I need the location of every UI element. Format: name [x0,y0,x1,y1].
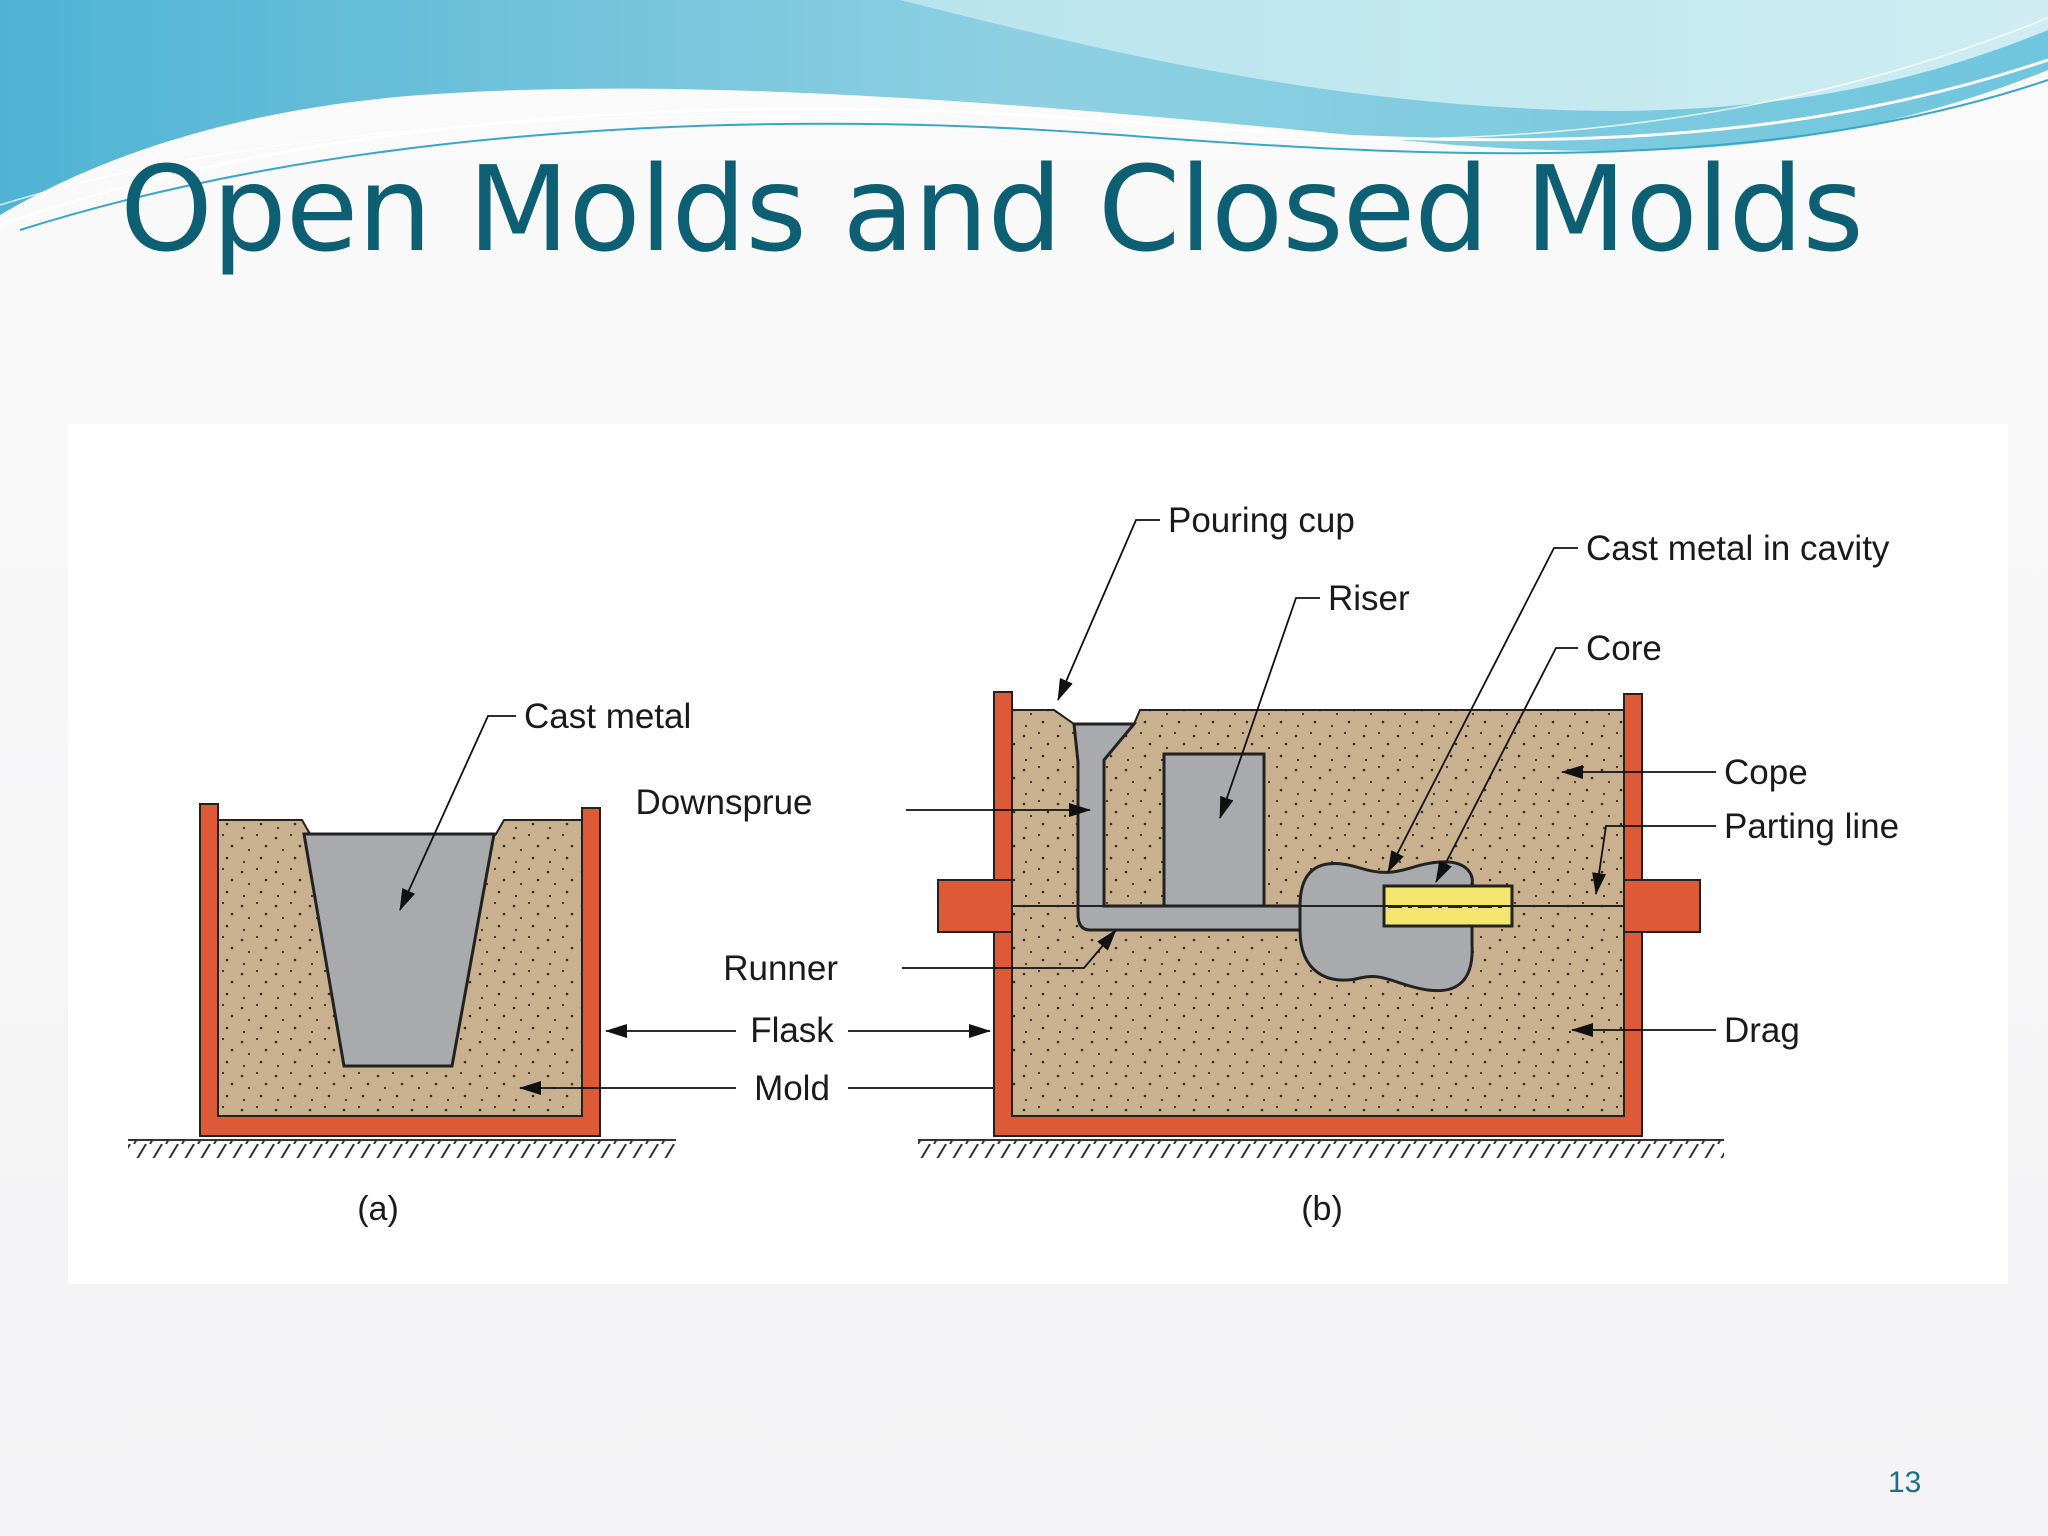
figure-panel: Cast metal (a) Flask Mold [68,424,2008,1284]
label-pouring-cup: Pouring cup [1168,501,1355,540]
label-parting-line: Parting line [1724,807,1899,846]
label-flask: Flask [750,1011,834,1050]
label-cope: Cope [1724,753,1808,792]
wave-line-3 [0,17,2048,206]
arrow-pouring-cup [1057,519,1160,701]
wave-band-light [900,0,2048,111]
wave-line-1 [0,58,2048,227]
arrow-cast-metal-a [399,715,516,911]
slide-title: Open Molds and Closed Molds [120,140,1864,278]
flask-flange-left [937,879,1013,933]
label-runner: Runner [723,949,838,988]
ground-a [128,1140,676,1158]
closed-mold-figure: Pouring cup Cast metal in cavity Riser C… [635,501,1899,1228]
ground-b [918,1140,1724,1158]
label-core: Core [1586,629,1662,668]
cast-metal-a [302,832,496,1068]
flask-flange-right [1623,879,1701,933]
label-riser: Riser [1328,579,1410,618]
caption-b: (b) [1301,1190,1343,1228]
label-drag: Drag [1724,1011,1800,1050]
label-downsprue: Downsprue [635,783,812,822]
wave-line-2 [19,79,2048,231]
caption-a: (a) [357,1190,399,1228]
mold-diagram: Cast metal (a) Flask Mold [128,501,1899,1228]
page-number: 13 [1888,1466,1922,1499]
label-cast-metal: Cast metal [524,697,691,736]
arrow-riser [1219,597,1320,819]
label-cast-metal-in-cavity: Cast metal in cavity [1586,529,1890,568]
open-mold-figure: Cast metal (a) [128,697,691,1228]
arrow-cast-metal-in-cavity [1387,547,1578,873]
riser [1162,752,1266,908]
label-mold: Mold [754,1069,830,1108]
header-wave-decoration [0,0,2048,231]
shared-labels: Flask Mold [519,1011,1081,1108]
arrow-core [1435,647,1578,883]
